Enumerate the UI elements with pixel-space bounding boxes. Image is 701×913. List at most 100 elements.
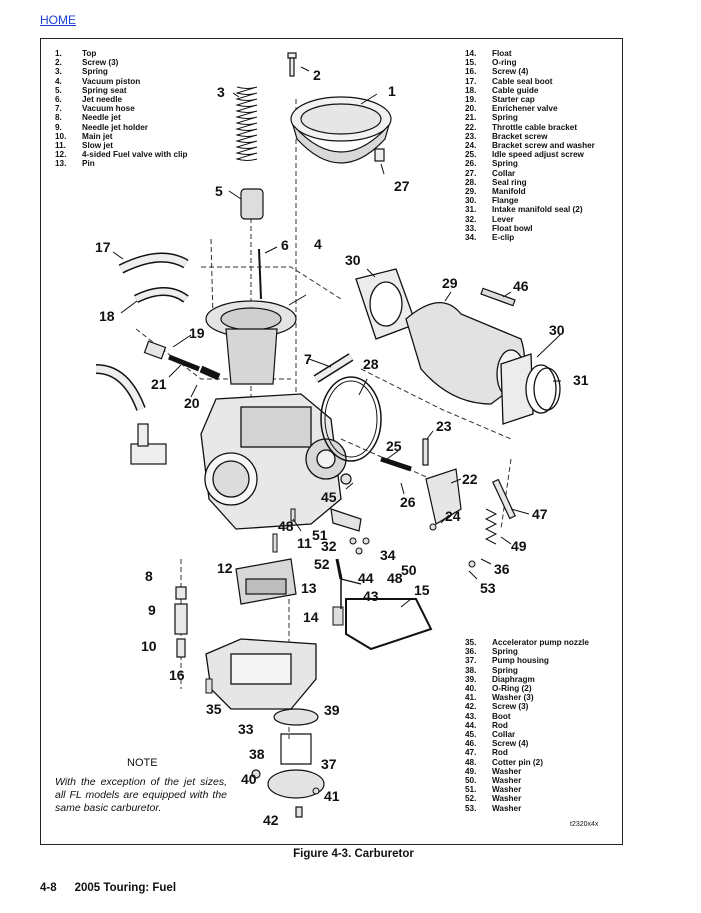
callout-22: 22	[462, 471, 478, 487]
legend-label: Needle jet holder	[82, 122, 148, 132]
legend-number: 36.	[465, 647, 477, 657]
legend-number: 29.	[465, 187, 477, 197]
legend-label: Main jet	[82, 131, 113, 141]
callout-9: 9	[148, 602, 156, 618]
legend-row: 14.Float	[465, 49, 595, 58]
legend-label: Cotter pin (2)	[492, 757, 543, 767]
callout-51: 51	[312, 527, 328, 543]
callout-6: 6	[281, 237, 289, 253]
callout-23: 23	[436, 418, 452, 434]
callout-1: 1	[388, 83, 396, 99]
legend-number: 31.	[465, 205, 477, 215]
art-code: t2320x4x	[570, 821, 599, 828]
legend-number: 20.	[465, 104, 477, 114]
page-footer: 4-8 2005 Touring: Fuel	[40, 882, 176, 894]
legend-row: 50.Washer	[465, 776, 589, 785]
callout-7: 7	[304, 351, 312, 367]
legend-number: 22.	[465, 122, 477, 132]
legend-row: 26.Spring	[465, 159, 595, 168]
legend-number: 16.	[465, 67, 477, 77]
legend-row: 24.Bracket screw and washer	[465, 141, 595, 150]
legend-number: 27.	[465, 168, 477, 178]
callout-49: 49	[511, 538, 527, 554]
note-title: NOTE	[127, 757, 158, 769]
cable-boot-guide-parts	[118, 252, 189, 304]
callout-29: 29	[442, 275, 458, 291]
legend-row: 22.Throttle cable bracket	[465, 123, 595, 132]
legend-number: 34.	[465, 233, 477, 243]
callout-19: 19	[189, 325, 205, 341]
legend-row: 45.Collar	[465, 730, 589, 739]
legend-label: Washer (3)	[492, 693, 534, 703]
legend-row: 43.Boot	[465, 712, 589, 721]
legend-row: 38.Spring	[465, 666, 589, 675]
legend-number: 52.	[465, 794, 477, 804]
enrichener-assembly-parts	[143, 340, 221, 381]
legend-row: 30. Flange	[465, 196, 595, 205]
callout-30a: 30	[345, 252, 361, 268]
legend-label: Intake manifold seal (2)	[492, 205, 583, 215]
legend-label: Vacuum hose	[82, 104, 135, 114]
legend-number: 30.	[465, 196, 477, 206]
callout-47: 47	[532, 506, 548, 522]
legend-row: 32.Lever	[465, 215, 595, 224]
legend-row: 12.4-sided Fuel valve with clip	[55, 150, 188, 159]
float-part	[235, 558, 297, 605]
callout-50: 50	[401, 562, 417, 578]
legend-number: 11.	[55, 141, 66, 151]
callout-31: 31	[573, 372, 589, 388]
legend-row: 28.Seal ring	[465, 178, 595, 187]
callout-18: 18	[99, 308, 115, 324]
section-title: 2005 Touring: Fuel	[74, 882, 177, 894]
legend-row: 15.O-ring	[465, 58, 595, 67]
callout-2: 2	[313, 67, 321, 83]
legend-row: 39.Diaphragm	[465, 675, 589, 684]
legend-number: 7.	[55, 104, 62, 114]
legend-label: Washer	[492, 794, 522, 804]
leader-lines	[112, 66, 562, 608]
callout-15: 15	[414, 582, 430, 598]
legend-row: 16. Screw (4)	[465, 67, 595, 76]
float-bowl-part	[205, 638, 317, 710]
legend-label: 4-sided Fuel valve with clip	[82, 150, 188, 160]
home-link[interactable]: HOME	[40, 13, 76, 27]
vacuum-piston-part	[205, 300, 297, 385]
legend-number: 10.	[55, 131, 67, 141]
legend-row: 33.Float bowl	[465, 224, 595, 233]
legend-label: O-Ring (2)	[492, 684, 532, 694]
callout-13: 13	[301, 580, 317, 596]
legend-number: 13.	[55, 159, 67, 169]
legend-number: 32.	[465, 214, 477, 224]
legend-row: 37.Pump housing	[465, 656, 589, 665]
legend-row: 44.Rod	[465, 721, 589, 730]
legend-number: 48.	[465, 757, 477, 767]
legend-number: 28.	[465, 177, 477, 187]
legend-label: Screw (3)	[82, 58, 119, 68]
legend-label: Washer	[492, 766, 522, 776]
legend-row: 20.Enrichener valve	[465, 104, 595, 113]
pump-spring-part	[484, 508, 498, 545]
flange-right-parts	[500, 353, 561, 425]
legend-label: Flange	[492, 196, 519, 206]
legend-row: 34.E-clip	[465, 233, 595, 242]
legend-label: Screw (4)	[492, 67, 529, 77]
callout-39: 39	[324, 702, 340, 718]
legend-label: Collar	[492, 168, 516, 178]
legend-row: 29.Manifold	[465, 187, 595, 196]
legend-row: 41.Washer (3)	[465, 693, 589, 702]
carburetor-body-part	[200, 393, 347, 530]
legend-row: 27. Collar	[465, 169, 595, 178]
legend-row: 52. Washer	[465, 794, 589, 803]
legend-number: 24.	[465, 141, 477, 151]
callout-48a: 48	[278, 518, 294, 534]
legend-row: 2.Screw (3)	[55, 58, 188, 67]
callout-16: 16	[169, 667, 185, 683]
callout-45: 45	[321, 489, 337, 505]
legend-number: 42.	[465, 702, 477, 712]
callout-35: 35	[206, 701, 222, 717]
legend-number: 35.	[465, 638, 477, 647]
legend-number: 37.	[465, 656, 477, 666]
legend-label: Spring	[492, 113, 518, 123]
